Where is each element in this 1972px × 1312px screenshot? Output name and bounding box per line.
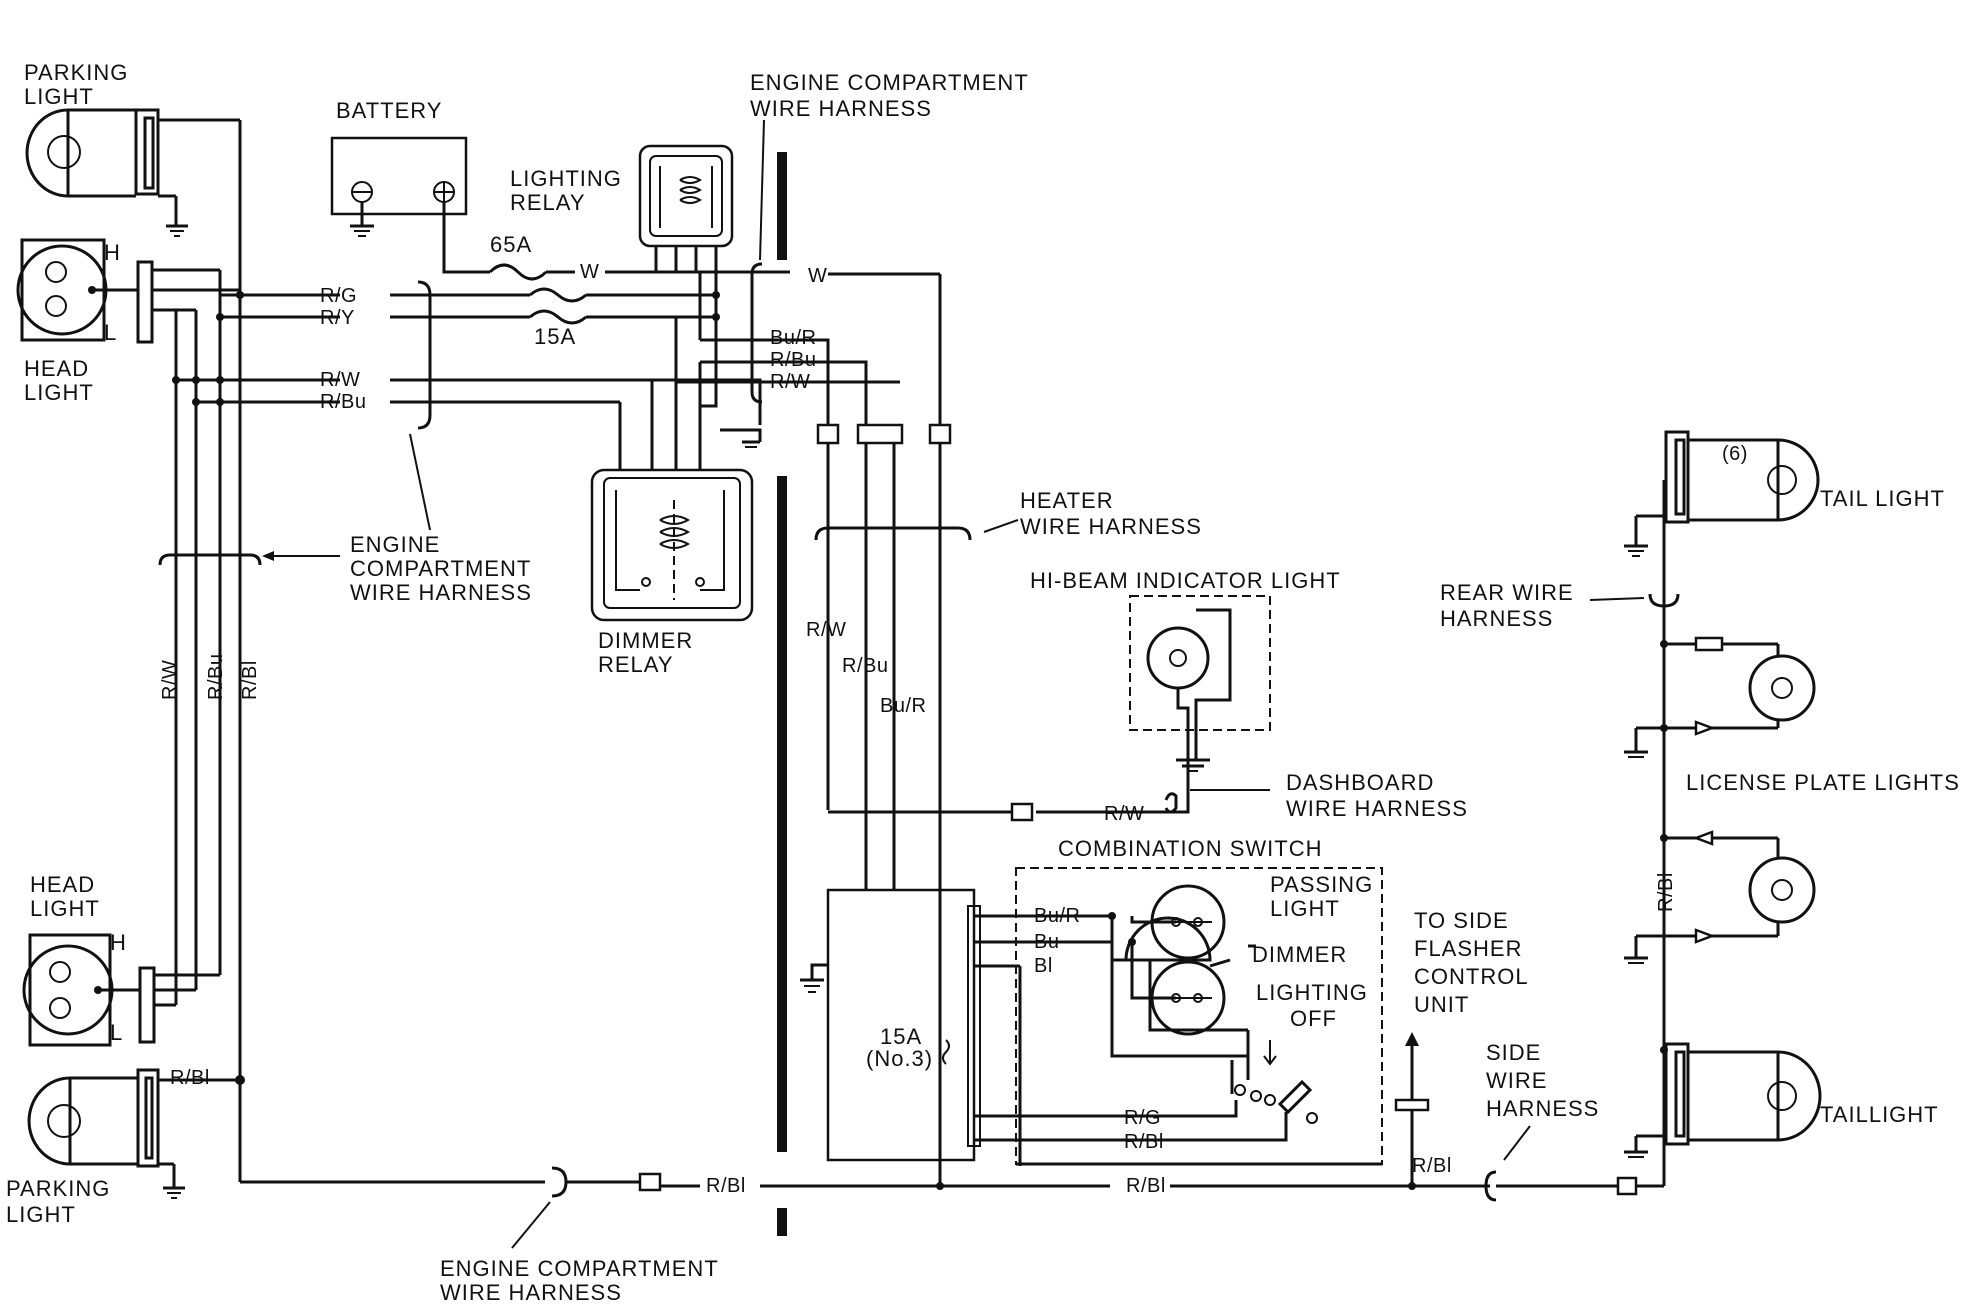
fuse-block [800, 888, 981, 1190]
tail-light-number: (6) [1722, 443, 1748, 465]
wire-label-ry: R/Y [320, 307, 355, 329]
firewall-connectors [814, 423, 972, 890]
upper-wires [176, 262, 900, 470]
lighting-relay [638, 144, 734, 272]
passing-light-label-2: LIGHT [1270, 896, 1340, 921]
side-harness-label-3: HARNESS [1486, 1096, 1599, 1121]
lighting-relay-label-2: RELAY [510, 190, 586, 215]
rear-harness-label-1: REAR WIRE [1440, 580, 1574, 605]
side-flasher-feed [1394, 1032, 1430, 1190]
fuse-65a [488, 263, 548, 281]
combination-switch-label: COMBINATION SWITCH [1058, 836, 1322, 861]
engine-harness-top-label-1: ENGINE COMPARTMENT [750, 70, 1029, 95]
rear-harness-label-2: HARNESS [1440, 606, 1553, 631]
left-harness-bundle [158, 120, 262, 1182]
tail-light-top [1624, 430, 1820, 557]
fuse-65a-label: 65A [490, 232, 532, 257]
parking-light-top-label-2: LIGHT [24, 84, 94, 109]
wire-label-rbu: R/Bu [320, 391, 366, 413]
wire-label-rbl-flasher: R/Bl [1412, 1155, 1452, 1177]
wire-label-bu-sw: Bu [1034, 931, 1059, 953]
dimmer-relay-label-1: DIMMER [598, 628, 693, 653]
wire-label-rbl-bottom-2: R/Bl [1126, 1175, 1166, 1197]
side-harness-label-2: WIRE [1486, 1068, 1547, 1093]
side-flasher-label-3: CONTROL [1414, 964, 1529, 989]
battery [330, 136, 490, 274]
parking-light-top [25, 108, 240, 237]
heater-harness-label-2: WIRE HARNESS [1020, 514, 1202, 539]
head-light-bottom-label-1: HEAD [30, 872, 95, 897]
wire-label-rg: R/G [320, 285, 357, 307]
dimmer-label: DIMMER [1252, 942, 1347, 967]
lighting-label: LIGHTING [1256, 980, 1368, 1005]
engine-harness-mid-label-1: ENGINE [350, 532, 440, 557]
taillight-bottom-label: TAILLIGHT [1820, 1102, 1939, 1127]
head-light-top [16, 238, 240, 344]
wire-label-rbl-rear: R/Bl [1655, 872, 1677, 912]
head-light-bottom-label-2: LIGHT [30, 896, 100, 921]
parking-light-bottom-label-1: PARKING [6, 1176, 110, 1201]
battery-label: BATTERY [336, 98, 442, 123]
wire-label-rw-dash: R/W [1104, 803, 1144, 825]
wire-label-rbu-vert: R/Bu [205, 654, 227, 700]
engine-harness-bottom-label-2: WIRE HARNESS [440, 1280, 622, 1305]
engine-harness-top-label-2: WIRE HARNESS [750, 96, 932, 121]
fuse-block-label-1: 15A [880, 1024, 922, 1049]
parking-light-bottom-label-2: LIGHT [6, 1202, 76, 1227]
engine-harness-bottom-label-1: ENGINE COMPARTMENT [440, 1256, 719, 1281]
combination-switch [974, 867, 1383, 1166]
dashboard-harness-label-1: DASHBOARD [1286, 770, 1434, 795]
head-light-top-label-2: LIGHT [24, 380, 94, 405]
wire-label-rbu-top: R/Bu [770, 349, 816, 371]
side-harness-label-1: SIDE [1486, 1040, 1541, 1065]
taillight-bottom [1624, 1042, 1822, 1158]
fuse-block-label-2: (No.3) [866, 1046, 933, 1071]
wire-label-bl-sw: Bl [1034, 955, 1053, 977]
parking-light-bottom [27, 1068, 240, 1199]
wire-label-rw-vert: R/W [159, 660, 181, 700]
wire-label-bur-sw: Bu/R [1034, 905, 1080, 927]
wire-label-bur-cab: Bu/R [880, 695, 926, 717]
wire-label-rbl-parking: R/Bl [170, 1067, 210, 1089]
tail-light-label: TAIL LIGHT [1820, 486, 1945, 511]
wire-label-w-1: W [580, 261, 599, 283]
head-light-top-l: L [104, 320, 117, 345]
license-plate-light-2 [1624, 830, 1816, 964]
hi-beam-label: HI-BEAM INDICATOR LIGHT [1030, 568, 1341, 593]
off-label: OFF [1290, 1006, 1337, 1031]
dashboard-harness-label-2: WIRE HARNESS [1286, 796, 1468, 821]
head-light-bottom-l: L [110, 1020, 123, 1045]
wire-label-w-2: W [808, 265, 827, 287]
parking-light-top-label-1: PARKING [24, 60, 128, 85]
fuse-15a-label: 15A [534, 324, 576, 349]
wire-label-bur-top: Bu/R [770, 327, 816, 349]
wire-label-rbl-vert: R/Bl [239, 660, 261, 700]
wire-label-rbl-bottom-1: R/Bl [706, 1175, 746, 1197]
wire-label-rg-sw: R/G [1124, 1107, 1161, 1129]
head-light-top-h: H [104, 240, 121, 265]
heater-harness-label-1: HEATER [1020, 488, 1114, 513]
wire-label-rbl-sw: R/Bl [1124, 1131, 1164, 1153]
head-light-bottom-h: H [110, 930, 127, 955]
head-light-bottom [22, 933, 220, 1047]
wire-label-rw: R/W [320, 369, 360, 391]
side-flasher-label-2: FLASHER [1414, 936, 1522, 961]
lighting-relay-label-1: LIGHTING [510, 166, 622, 191]
head-light-top-label-1: HEAD [24, 356, 89, 381]
dimmer-relay [590, 428, 762, 622]
dimmer-relay-label-2: RELAY [598, 652, 674, 677]
side-flasher-label-1: TO SIDE [1414, 908, 1509, 933]
side-flasher-label-4: UNIT [1414, 992, 1469, 1017]
rear-harness-trunk [1636, 480, 1680, 1188]
wire-label-rw-top: R/W [770, 371, 810, 393]
hi-beam-indicator [828, 595, 1271, 822]
engine-harness-mid-label-3: WIRE HARNESS [350, 580, 532, 605]
wire-label-rw-cab: R/W [806, 619, 846, 641]
engine-harness-mid-label-2: COMPARTMENT [350, 556, 531, 581]
license-plate-light-1 [1624, 636, 1816, 758]
license-plate-label: LICENSE PLATE LIGHTS [1686, 770, 1960, 795]
wire-label-rbu-cab: R/Bu [842, 655, 888, 677]
passing-light-label-1: PASSING [1270, 872, 1373, 897]
